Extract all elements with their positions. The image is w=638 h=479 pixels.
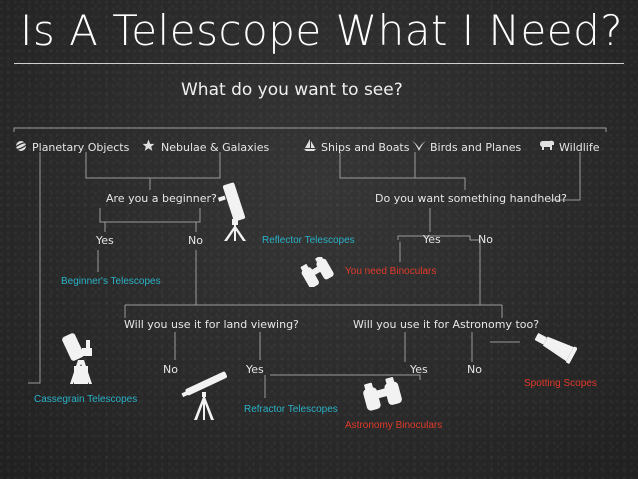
spotting-scope-icon <box>534 333 577 364</box>
binoculars-icon <box>300 257 334 287</box>
result-refractor-telescopes: Refractor Telescopes <box>244 404 338 415</box>
page-title: Is A Telescope What I Need? <box>20 6 624 55</box>
answer-astro-yes: Yes <box>410 363 428 376</box>
result-spotting-scopes: Spotting Scopes <box>524 378 597 389</box>
question-beginner: Are you a beginner? <box>106 192 217 205</box>
refractor-telescope-icon <box>181 371 227 420</box>
answer-land-yes: Yes <box>246 363 264 376</box>
answer-astro-no: No <box>467 363 482 376</box>
question-land-viewing: Will you use it for land viewing? <box>124 318 299 331</box>
answer-land-no: No <box>163 363 178 376</box>
result-astronomy-binoculars: Astronomy Binoculars <box>345 420 443 431</box>
result-beginners-telescopes: Beginner's Telescopes <box>61 276 161 287</box>
reflector-telescope-icon <box>217 182 246 241</box>
answer-handheld-no: No <box>478 233 493 246</box>
answer-beginner-yes: Yes <box>96 234 114 247</box>
categories-to-beginner-line <box>85 152 221 179</box>
category-planetary-objects: Planetary Objects <box>32 141 130 154</box>
category-birds-planes: Birds and Planes <box>430 141 522 154</box>
bear-icon <box>540 140 554 150</box>
star-icon <box>142 139 155 151</box>
planetary-to-cassegrain-line <box>28 152 41 384</box>
main-question: What do you want to see? <box>181 80 403 100</box>
result-cassegrain-telescopes: Cassegrain Telescopes <box>34 394 138 405</box>
answer-handheld-yes: Yes <box>423 233 441 246</box>
top-bracket <box>13 127 607 132</box>
category-nebulae-galaxies: Nebulae & Galaxies <box>161 141 270 154</box>
cassegrain-telescope-icon <box>62 333 92 384</box>
planet-icon <box>14 141 28 151</box>
categories-to-handheld-line <box>339 152 466 190</box>
title-divider <box>14 63 624 64</box>
result-binoculars: You need Binoculars <box>345 266 437 277</box>
bird-icon <box>412 141 426 151</box>
category-ships-boats: Ships and Boats <box>321 141 410 154</box>
question-handheld: Do you want something handheld? <box>375 192 567 205</box>
sailboat-icon <box>304 139 316 151</box>
answer-beginner-no: No <box>188 234 203 247</box>
question-astronomy-too: Will you use it for Astronomy too? <box>353 318 540 331</box>
result-reflector-telescopes: Reflector Telescopes <box>262 235 355 246</box>
category-wildlife: Wildlife <box>559 141 600 154</box>
astronomy-binoculars-icon <box>363 377 402 411</box>
